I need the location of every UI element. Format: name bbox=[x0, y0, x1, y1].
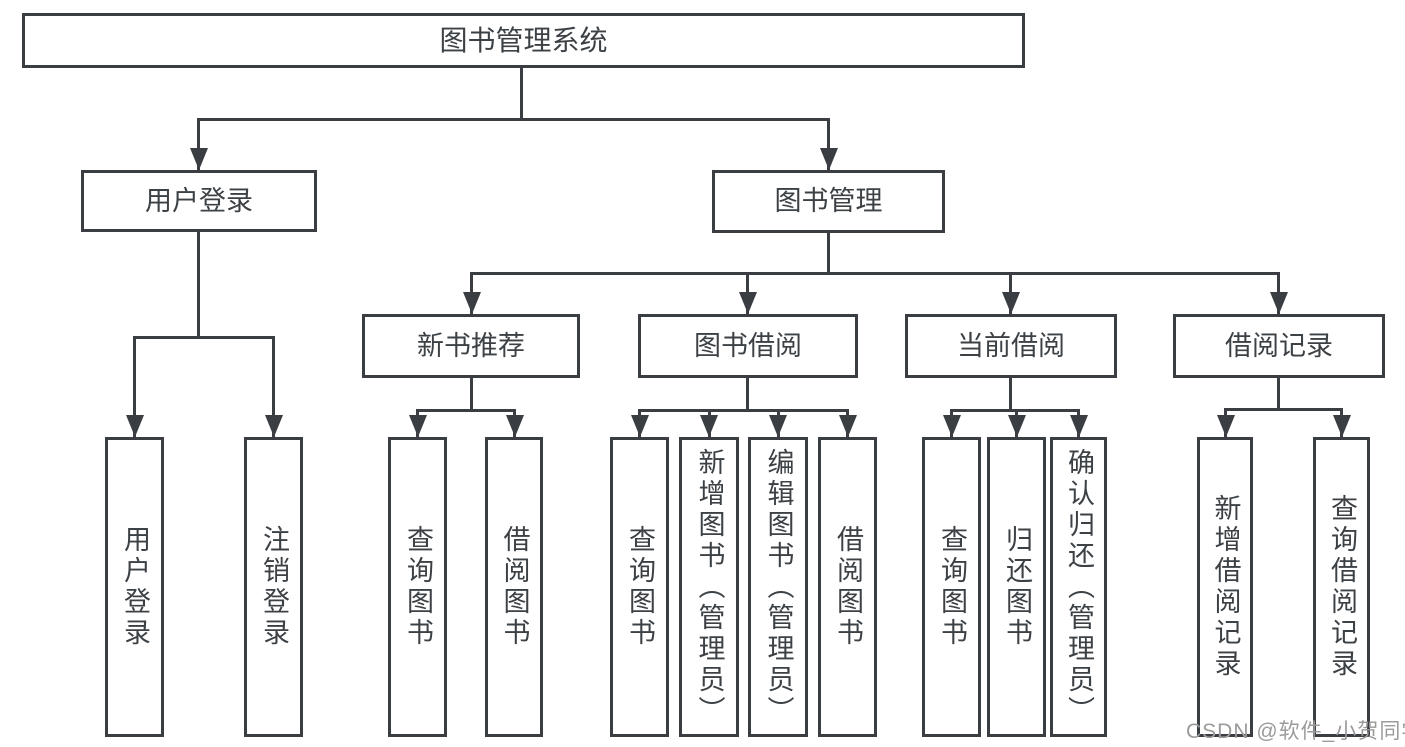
node-leaf-add-borrow-record: 新增借阅记录 bbox=[1197, 437, 1253, 737]
arrowhead-down-icon bbox=[506, 415, 524, 437]
connector-line bbox=[638, 409, 848, 412]
node-leaf-add-books-admin: 新增图书（管理员） bbox=[679, 437, 739, 737]
arrowhead-down-icon bbox=[700, 415, 718, 437]
arrowhead-down-icon bbox=[839, 415, 857, 437]
connector-line bbox=[827, 233, 830, 272]
connector-line bbox=[197, 232, 200, 336]
arrowhead-down-icon bbox=[463, 292, 481, 314]
arrowhead-down-icon bbox=[126, 415, 144, 437]
arrowhead-down-icon bbox=[739, 292, 757, 314]
node-new-book-recommend: 新书推荐 bbox=[362, 314, 580, 378]
arrowhead-down-icon bbox=[1270, 292, 1288, 314]
node-leaf-query-borrow-record: 查询借阅记录 bbox=[1313, 437, 1370, 737]
connector-line bbox=[1224, 408, 1343, 411]
node-leaf-current-query-books: 查询图书 bbox=[922, 437, 981, 737]
arrowhead-down-icon bbox=[265, 415, 283, 437]
connector-line bbox=[470, 378, 473, 409]
connector-line bbox=[520, 68, 523, 118]
connector-line bbox=[827, 118, 830, 170]
arrowhead-down-icon bbox=[1002, 292, 1020, 314]
node-leaf-borrowing-borrow-books: 借阅图书 bbox=[818, 437, 877, 737]
connector-line bbox=[1009, 378, 1012, 409]
node-user-login: 用户登录 bbox=[81, 170, 317, 232]
arrowhead-down-icon bbox=[1333, 415, 1351, 437]
node-leaf-recommend-query-books: 查询图书 bbox=[388, 437, 447, 737]
connector-line bbox=[197, 118, 200, 170]
connector-line bbox=[470, 272, 1280, 275]
arrowhead-down-icon bbox=[820, 148, 838, 170]
connector-line bbox=[197, 118, 830, 121]
csdn-watermark: CSDN @软件_小贺同学 bbox=[1186, 720, 1405, 743]
connector-line bbox=[416, 409, 516, 412]
connector-line bbox=[133, 336, 136, 437]
arrowhead-down-icon bbox=[1217, 415, 1235, 437]
arrowhead-down-icon bbox=[190, 148, 208, 170]
node-current-borrowing: 当前借阅 bbox=[905, 314, 1117, 378]
node-leaf-recommend-borrow-books: 借阅图书 bbox=[485, 437, 543, 737]
arrowhead-down-icon bbox=[769, 415, 787, 437]
node-leaf-logout: 注销登录 bbox=[244, 437, 303, 737]
arrowhead-down-icon bbox=[1008, 415, 1026, 437]
node-leaf-confirm-return-admin: 确认归还（管理员） bbox=[1050, 437, 1107, 737]
connector-line bbox=[1277, 378, 1280, 408]
node-leaf-user-login: 用户登录 bbox=[105, 437, 164, 737]
connector-line bbox=[133, 336, 275, 339]
node-book-management: 图书管理 bbox=[712, 170, 945, 233]
arrowhead-down-icon bbox=[1070, 415, 1088, 437]
node-library-system: 图书管理系统 bbox=[22, 13, 1025, 68]
connector-line bbox=[272, 336, 275, 437]
arrowhead-down-icon bbox=[943, 415, 961, 437]
node-leaf-borrowing-query-books: 查询图书 bbox=[610, 437, 669, 737]
node-leaf-return-books: 归还图书 bbox=[987, 437, 1046, 737]
node-leaf-edit-books-admin: 编辑图书（管理员） bbox=[748, 437, 808, 737]
arrowhead-down-icon bbox=[631, 415, 649, 437]
arrowhead-down-icon bbox=[409, 415, 427, 437]
node-borrow-records: 借阅记录 bbox=[1173, 314, 1385, 378]
node-book-borrowing: 图书借阅 bbox=[638, 314, 858, 378]
connector-line bbox=[746, 378, 749, 409]
